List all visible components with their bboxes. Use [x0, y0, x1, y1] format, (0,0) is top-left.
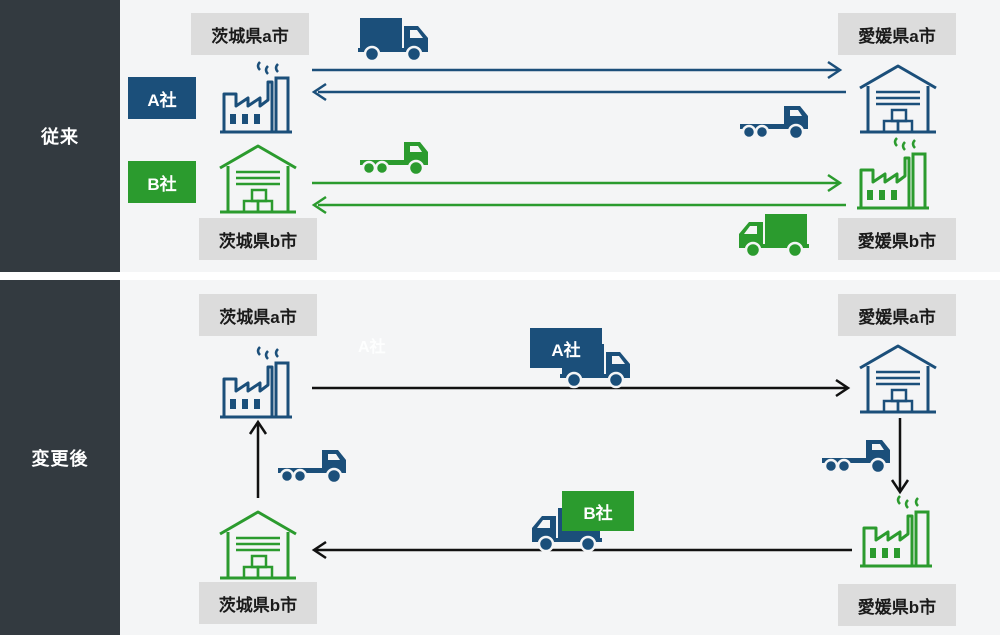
route-b-return-arrow	[311, 195, 846, 215]
company-a-truck-badge: A社	[530, 328, 602, 368]
route-right-down-arrow	[890, 418, 910, 495]
factory-icon	[218, 60, 294, 134]
empty-truck-icon	[360, 142, 428, 175]
factory-icon	[858, 494, 934, 568]
company-b-badge: B社	[128, 161, 196, 203]
company-b-truck-badge: B社	[562, 491, 634, 531]
location-ibaraki-b-after: 茨城県b市	[199, 582, 317, 624]
route-left-up-arrow	[248, 419, 268, 498]
section-label-after: 変更後	[0, 280, 120, 635]
route-a-outbound-arrow	[312, 60, 843, 80]
route-top-arrow	[312, 378, 851, 398]
factory-icon	[855, 136, 931, 210]
warehouse-icon	[858, 344, 938, 414]
ghost-company-a-label: A社	[358, 339, 386, 356]
warehouse-icon	[858, 64, 938, 134]
empty-truck-icon	[740, 106, 808, 139]
location-ehime-a-after: 愛媛県a市	[838, 294, 956, 336]
location-ibaraki-a-before: 茨城県a市	[191, 13, 309, 55]
location-ehime-b-after: 愛媛県b市	[838, 584, 956, 626]
warehouse-icon	[218, 510, 298, 580]
factory-icon	[218, 345, 294, 419]
location-ehime-b-before: 愛媛県b市	[838, 218, 956, 260]
box-truck-icon	[739, 214, 809, 257]
route-b-outbound-arrow	[312, 173, 843, 193]
route-a-return-arrow	[311, 82, 846, 102]
warehouse-icon	[218, 144, 298, 214]
location-ehime-a-before: 愛媛県a市	[838, 13, 956, 55]
location-ibaraki-a-after: 茨城県a市	[199, 294, 317, 336]
company-a-badge: A社	[128, 77, 196, 119]
empty-truck-icon	[822, 440, 890, 473]
box-truck-icon	[356, 16, 430, 63]
empty-truck-icon	[278, 450, 346, 483]
section-label-before: 従来	[0, 0, 120, 272]
location-ibaraki-b-before: 茨城県b市	[199, 218, 317, 260]
